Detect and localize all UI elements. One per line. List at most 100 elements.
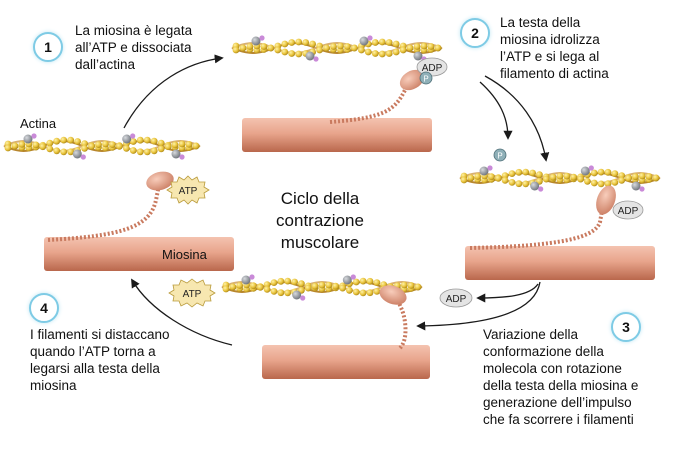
- actin-monomer: [267, 44, 275, 52]
- stage-3-group: [459, 165, 661, 280]
- actin-monomer: [652, 174, 660, 182]
- actin-monomer: [270, 288, 278, 295]
- actin-monomer: [67, 148, 75, 156]
- phosphate-badge: P: [493, 148, 507, 162]
- troponin-subunit: [639, 186, 645, 192]
- actin-filament: [231, 35, 443, 62]
- troponin-complex: [171, 149, 181, 159]
- actin-monomer: [222, 285, 230, 293]
- actin-monomer: [645, 173, 653, 180]
- actin-monomer: [74, 138, 81, 145]
- troponin-complex: [342, 275, 352, 285]
- actin-monomer: [60, 136, 68, 144]
- actin-monomer: [11, 142, 19, 150]
- actin-monomer: [597, 168, 605, 176]
- troponin-complex: [305, 51, 315, 61]
- actin-monomer: [270, 279, 278, 286]
- troponin-subunit: [367, 35, 373, 41]
- actin-monomer: [298, 280, 305, 288]
- actin-monomer: [67, 136, 75, 144]
- actin-monomer: [611, 170, 619, 178]
- troponin-subunit: [300, 295, 306, 301]
- actin-monomer: [232, 46, 240, 54]
- actin-monomer: [316, 46, 323, 54]
- actin-monomer: [295, 38, 303, 46]
- actin-monomer: [597, 180, 605, 188]
- actin-monomer: [46, 145, 54, 153]
- atp-badge: ATP: [166, 175, 210, 205]
- actin-monomer: [366, 289, 374, 297]
- actin-label: Actina: [20, 116, 57, 131]
- step-2-description: La testa della miosina idrolizza l’ATP e…: [500, 15, 609, 81]
- actin-monomer: [420, 42, 428, 50]
- step-3-description: Variazione della conformazione della mol…: [483, 327, 639, 427]
- actin-monomer: [385, 50, 393, 57]
- actin-monomer: [129, 147, 137, 154]
- actin-monomer: [263, 286, 271, 293]
- actin-monomer: [53, 137, 61, 145]
- actin-monomer: [18, 141, 26, 148]
- actin-monomer: [611, 179, 619, 186]
- actin-filament: [3, 133, 201, 160]
- actin-monomer: [263, 281, 271, 288]
- actin-monomer: [302, 39, 310, 46]
- actin-monomer: [32, 141, 40, 149]
- phosphate-badge: P: [419, 71, 433, 85]
- actin-monomer: [39, 143, 47, 151]
- actin-monomer: [508, 170, 516, 178]
- actin-monomer: [638, 172, 646, 180]
- actin-monomer: [542, 175, 550, 183]
- actin-monomer: [274, 46, 282, 54]
- troponin-complex: [122, 134, 132, 144]
- actin-monomer: [346, 286, 353, 294]
- actin-monomer: [185, 141, 193, 148]
- step-number-1: 1: [33, 32, 63, 62]
- actin-monomer: [281, 48, 289, 56]
- actin-monomer: [604, 168, 612, 176]
- actin-monomer: [288, 39, 296, 46]
- troponin-complex: [241, 275, 251, 285]
- actin-monomer: [157, 145, 165, 153]
- actin-monomer: [304, 284, 312, 292]
- actin-monomer: [311, 282, 319, 290]
- actin-monomer: [570, 173, 578, 181]
- troponin-complex: [580, 166, 590, 176]
- actin-monomer: [116, 142, 123, 150]
- actin-monomer: [522, 168, 530, 176]
- actin-monomer: [288, 50, 296, 57]
- actin-monomer: [81, 145, 88, 152]
- actin-monomer: [371, 50, 379, 57]
- actin-monomer: [277, 289, 285, 297]
- actin-monomer: [150, 147, 158, 155]
- troponin-complex: [413, 51, 423, 61]
- actin-monomer: [323, 44, 330, 52]
- actin-monomer: [53, 147, 61, 155]
- troponin-complex: [292, 290, 302, 300]
- actin-monomer: [239, 44, 247, 52]
- myosin-tail-neck: [47, 179, 162, 242]
- actin-monomer: [563, 172, 571, 180]
- actin-monomer: [309, 40, 316, 48]
- actin-monomer: [246, 43, 254, 50]
- atp-badge: ATP: [168, 278, 216, 308]
- adp-label: ADP: [446, 294, 467, 305]
- actin-monomer: [95, 141, 102, 149]
- arrow-1-to-2: [123, 54, 224, 129]
- actin-monomer: [366, 277, 374, 285]
- actin-monomer: [501, 172, 509, 180]
- troponin-subunit: [259, 35, 265, 41]
- adp-badge: ADP: [416, 57, 448, 77]
- arrow-3-to-4: [416, 281, 541, 331]
- actin-monomer: [494, 174, 502, 182]
- arrow-4-to-1: [131, 278, 233, 346]
- troponin-complex: [530, 181, 540, 191]
- actin-filament: [221, 274, 423, 301]
- actin-monomer: [277, 277, 285, 285]
- actin-monomer: [123, 145, 130, 152]
- actin-monomer: [474, 173, 482, 180]
- actin-monomer: [536, 171, 543, 179]
- actin-monomer: [400, 281, 408, 289]
- actin-monomer: [344, 43, 351, 50]
